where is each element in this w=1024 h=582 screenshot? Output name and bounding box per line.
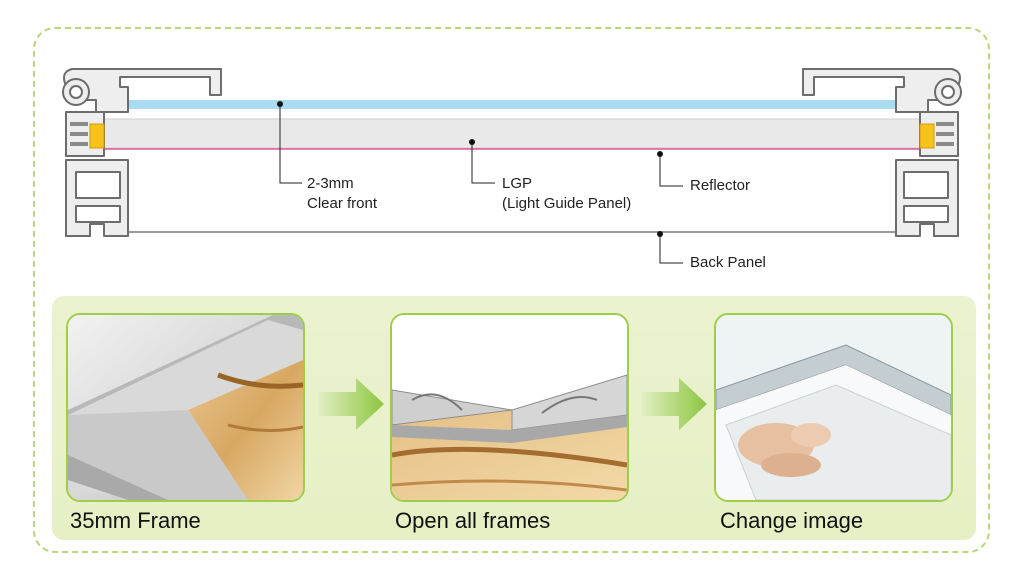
cross-section-diagram xyxy=(62,68,962,264)
dashed-frame-border xyxy=(33,27,990,553)
arrow-right-icon xyxy=(641,378,707,430)
left-led-module xyxy=(70,122,105,149)
lgp-label-line1: LGP xyxy=(502,175,533,192)
clear-front-layer xyxy=(128,100,896,109)
back-panel-label: Back Panel xyxy=(690,254,766,271)
clear-front-label-line2: Clear front xyxy=(307,195,378,212)
right-led-icon xyxy=(919,123,935,149)
photo-35mm-frame xyxy=(66,313,305,502)
arrow-right-icon xyxy=(318,378,384,430)
clear-front-label-line1: 2-3mm xyxy=(307,175,354,192)
step-label-open: Open all frames xyxy=(395,508,551,533)
left-frame-profile xyxy=(62,68,222,237)
leader-dots xyxy=(277,101,663,237)
step-label-frame: 35mm Frame xyxy=(70,508,201,533)
photo-change-image xyxy=(714,313,953,502)
step-label-change: Change image xyxy=(720,508,864,533)
leader-lines xyxy=(279,104,683,264)
reflector-label: Reflector xyxy=(690,177,751,194)
right-frame-profile xyxy=(802,68,962,237)
lgp-label: LGP (Light Guide Panel) xyxy=(502,174,631,214)
right-led-module xyxy=(919,122,954,149)
clear-front-label: 2-3mm Clear front xyxy=(307,174,377,214)
lgp-layer xyxy=(103,118,921,149)
lgp-label-line2: (Light Guide Panel) xyxy=(502,195,632,212)
left-led-icon xyxy=(89,123,105,149)
photo-open-frames xyxy=(390,313,629,502)
